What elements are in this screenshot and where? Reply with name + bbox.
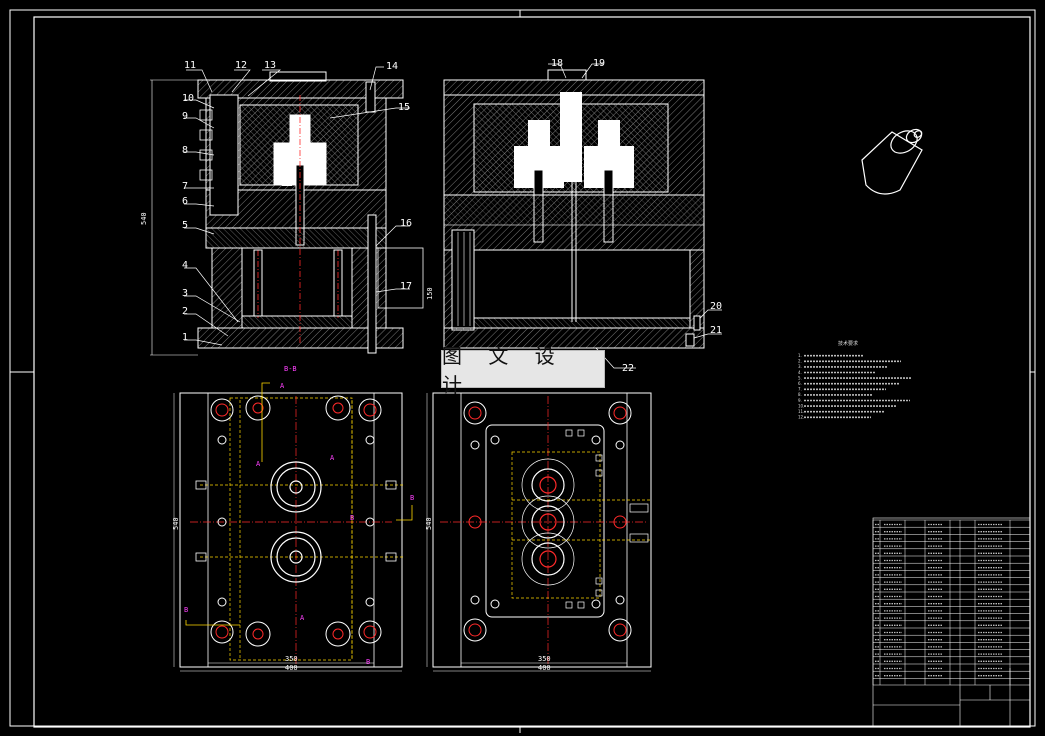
tech-requirement-item: 11. <box>798 409 804 414</box>
dim-plan-right-height: 540 <box>425 517 433 530</box>
section-mark-a3: A <box>300 614 305 622</box>
callout-5: 5 <box>182 220 188 231</box>
callout-7: 7 <box>182 181 188 192</box>
callout-16: 16 <box>400 218 412 229</box>
product-isometric <box>861 128 923 195</box>
tech-requirements-title: 技术要求 <box>838 340 858 347</box>
section-mark-a1: A <box>280 382 285 390</box>
dim-plan-right-inner: 350 <box>538 655 551 663</box>
callout-17: 17 <box>400 281 412 292</box>
dim-plan-right-outer: 400 <box>538 664 551 672</box>
section-mark-b1: B <box>184 606 188 614</box>
plan-view-left <box>173 382 413 672</box>
callout-2: 2 <box>182 306 188 317</box>
watermark-text: 图 文 设 计 <box>442 344 565 397</box>
tech-requirement-item: 3. <box>798 364 802 369</box>
callout-21: 21 <box>710 325 722 336</box>
section-mark-b3: B <box>350 514 354 522</box>
callout-1: 1 <box>182 332 188 343</box>
callout-numbers: 11 12 13 14 15 10 9 8 7 6 5 16 4 17 3 2 … <box>140 58 722 672</box>
tech-requirement-item: 12. <box>798 415 804 420</box>
dim-side-block: 150 <box>426 287 434 300</box>
callout-3: 3 <box>182 288 188 299</box>
callout-11: 11 <box>184 60 196 71</box>
plan-view-right <box>426 392 652 672</box>
tech-requirement-item: 4. <box>798 370 802 375</box>
tech-requirement-item: 2. <box>798 359 802 364</box>
tech-requirement-item: 10. <box>798 403 804 408</box>
tech-requirement-item: 7. <box>798 387 802 392</box>
tech-requirement-item: 5. <box>798 375 802 380</box>
callout-9: 9 <box>182 111 188 122</box>
title-block <box>872 517 1031 728</box>
section-mark-b4: B <box>366 658 370 666</box>
tech-requirement-item: 1. <box>798 353 802 358</box>
callout-15: 15 <box>398 102 410 113</box>
front-leaders <box>184 66 410 346</box>
side-section-view <box>443 69 705 349</box>
tech-requirement-item: 8. <box>798 392 802 397</box>
dim-plan-left-inner: 350 <box>285 655 298 663</box>
callout-20: 20 <box>710 301 722 312</box>
callout-22: 22 <box>622 363 634 374</box>
tech-requirement-item: 6. <box>798 381 802 386</box>
callout-8: 8 <box>182 145 188 156</box>
front-section-view <box>150 71 424 356</box>
callout-19: 19 <box>593 58 605 69</box>
tech-requirement-item: 9. <box>798 398 802 403</box>
callout-10: 10 <box>182 93 194 104</box>
center-marks <box>10 10 1035 733</box>
bom-table <box>872 519 1031 685</box>
callout-13: 13 <box>264 60 276 71</box>
section-mark-a2: A <box>256 460 261 468</box>
section-label-bb: B-B <box>284 365 297 373</box>
dim-plan-left-height: 540 <box>172 517 180 530</box>
outer-frame <box>9 9 1036 727</box>
callout-6: 6 <box>182 196 188 207</box>
section-mark-a4: A <box>330 454 335 462</box>
callout-14: 14 <box>386 61 398 72</box>
watermark-banner: 图 文 设 计 <box>441 344 605 397</box>
callout-4: 4 <box>182 260 188 271</box>
section-mark-b2: B <box>410 494 414 502</box>
tech-requirements: 技术要求 1.2.3.4.5.6.7.8.9.10.11.12. <box>798 340 912 420</box>
dim-front-height: 540 <box>140 212 148 225</box>
callout-12: 12 <box>235 60 247 71</box>
callout-18: 18 <box>551 58 563 69</box>
dim-plan-left-outer: 400 <box>285 664 298 672</box>
